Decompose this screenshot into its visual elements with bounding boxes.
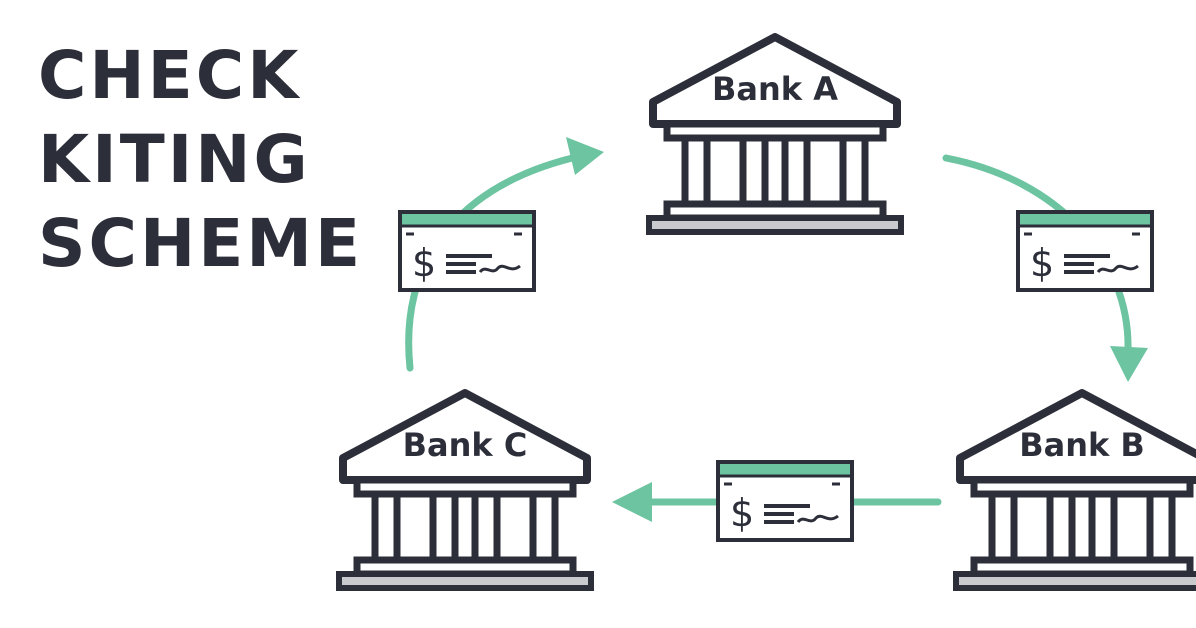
title-line-2: KITING bbox=[38, 121, 311, 198]
check-dollar-sign: $ bbox=[412, 241, 436, 285]
diagram-title: CHECK KITING SCHEME bbox=[38, 34, 363, 286]
title-line-3: SCHEME bbox=[38, 205, 364, 282]
bank-a-building-icon: Bank A bbox=[649, 37, 901, 232]
title-line-1: CHECK bbox=[38, 37, 302, 114]
bank-c-label: Bank C bbox=[403, 426, 528, 464]
bank-c-building-icon: Bank C bbox=[339, 393, 591, 588]
check-c-to-a-icon: $ bbox=[398, 210, 536, 292]
check-dollar-sign: $ bbox=[1030, 241, 1054, 285]
check-a-to-b-icon: $ bbox=[1016, 210, 1154, 292]
bank-b-building-icon: Bank B bbox=[956, 393, 1196, 588]
check-dollar-sign: $ bbox=[730, 491, 754, 535]
check-b-to-c-icon: $ bbox=[716, 460, 854, 542]
bank-b-label: Bank B bbox=[1019, 426, 1145, 464]
bank-a-label: Bank A bbox=[712, 70, 838, 108]
